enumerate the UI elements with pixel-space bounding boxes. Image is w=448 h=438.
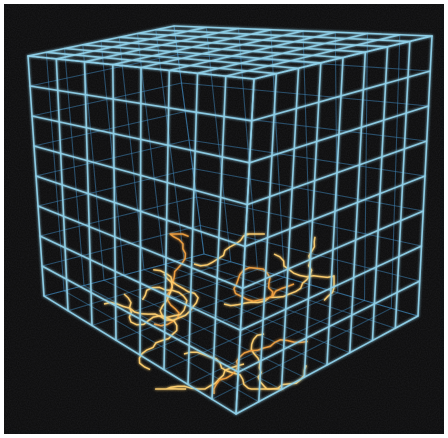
cube-visualization [4, 4, 444, 434]
cube-scene [4, 4, 444, 434]
